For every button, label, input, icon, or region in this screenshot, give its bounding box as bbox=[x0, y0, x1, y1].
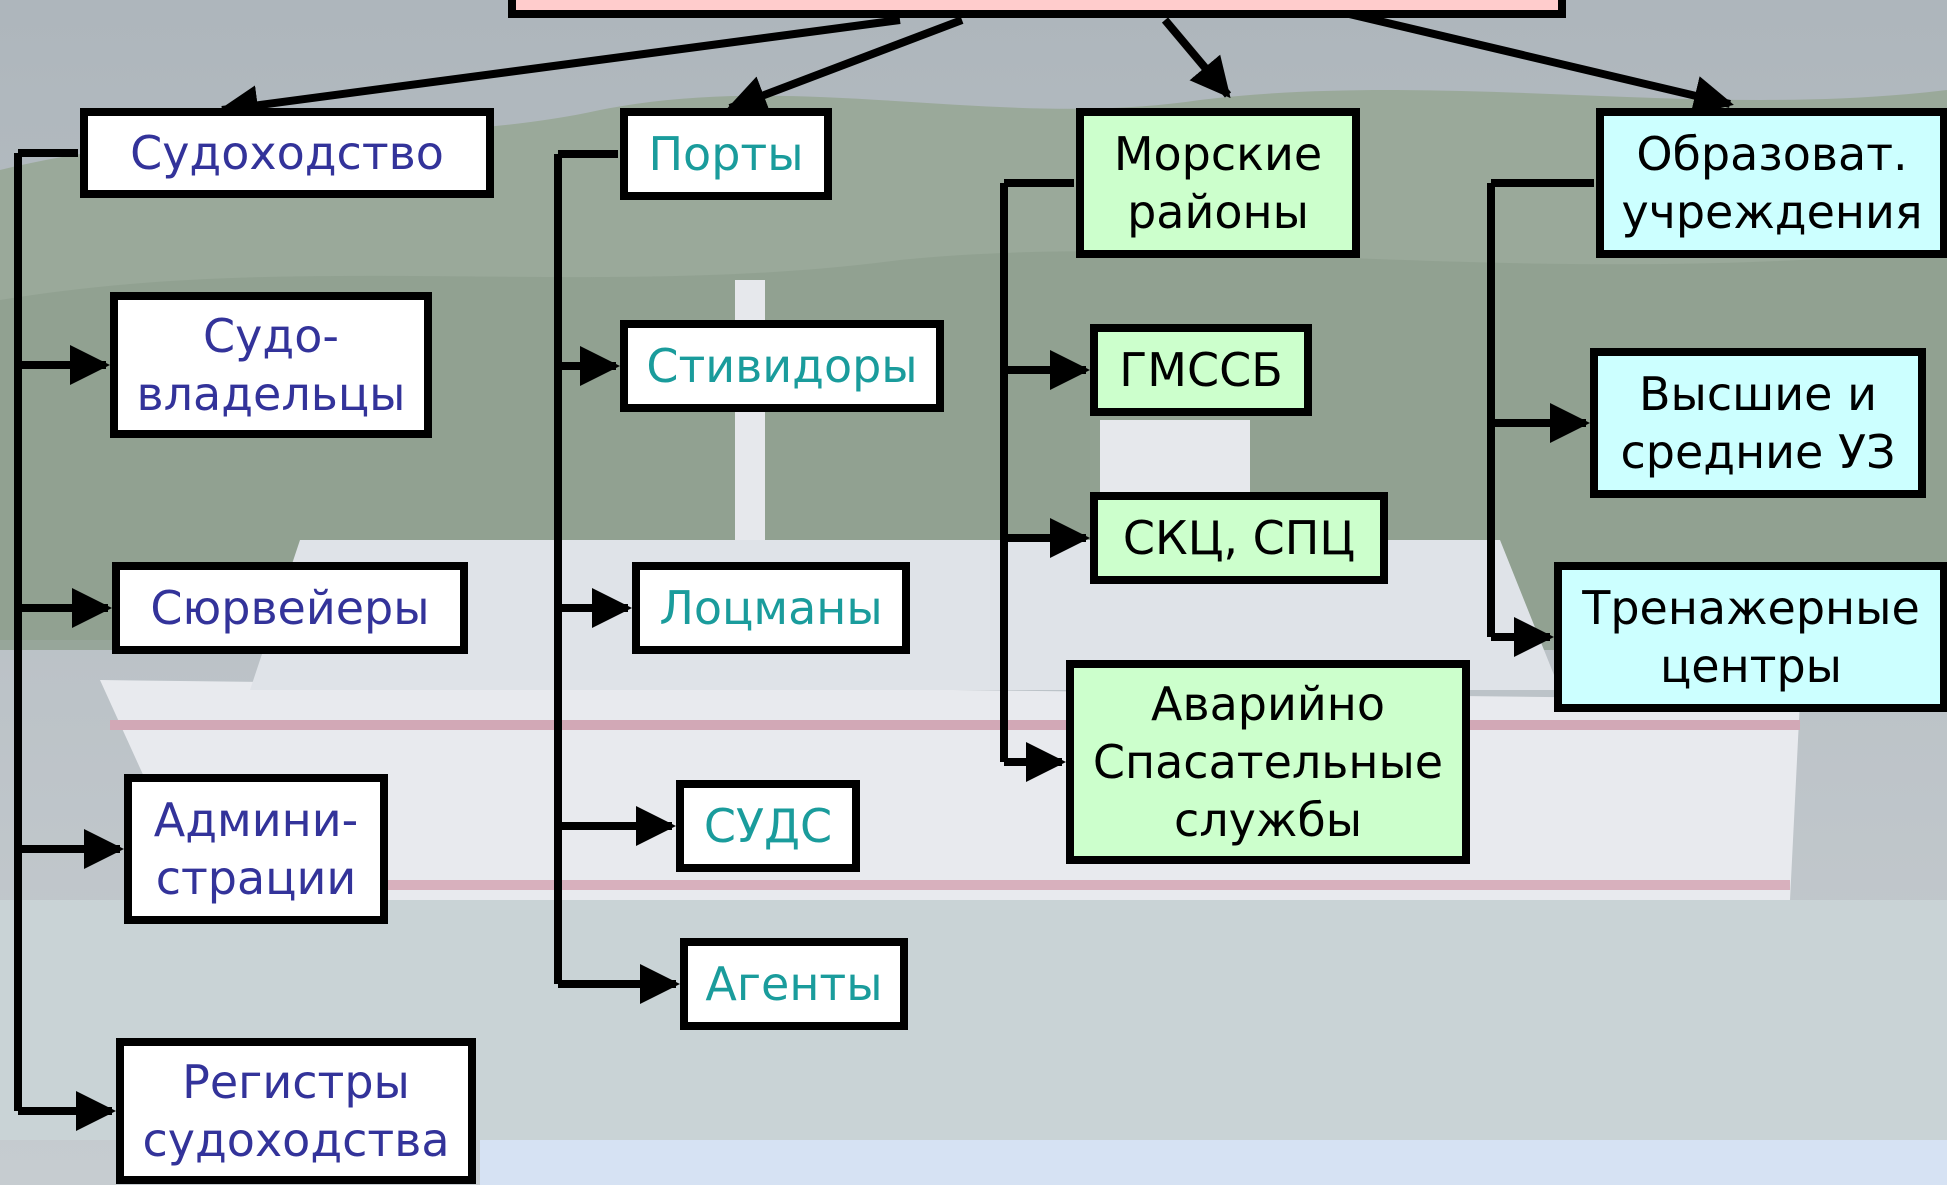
node-label: Сюрвейеры bbox=[150, 581, 430, 635]
node-label: Высшие и средние УЗ bbox=[1620, 367, 1896, 479]
ship-stripe bbox=[110, 720, 1800, 730]
ship-stripe-2 bbox=[150, 880, 1790, 890]
node-label: Регистры судоходства bbox=[142, 1055, 450, 1167]
col1-node-4: Админи- страции bbox=[124, 774, 388, 924]
col1-node-3: Сюрвейеры bbox=[112, 562, 468, 654]
col3-node-3: СКЦ, СПЦ bbox=[1090, 492, 1388, 584]
col3-node-1: Морские районы bbox=[1076, 108, 1360, 258]
root-box bbox=[508, 0, 1566, 18]
root-arrow-3 bbox=[1161, 17, 1232, 99]
col2-node-2: Стивидоры bbox=[620, 320, 944, 412]
col1-node-5: Регистры судоходства bbox=[116, 1038, 476, 1184]
col2-node-5: Агенты bbox=[680, 938, 908, 1030]
col1-node-2: Судо- владельцы bbox=[110, 292, 432, 438]
root-arrow-1 bbox=[218, 16, 901, 126]
node-label: ГМССБ bbox=[1119, 343, 1283, 397]
node-label: Аварийно Спасательные службы bbox=[1092, 677, 1444, 847]
col2-node-1: Порты bbox=[620, 108, 832, 200]
node-label: Образоват. учреждения bbox=[1621, 127, 1923, 239]
node-label: Лоцманы bbox=[659, 581, 883, 635]
node-label: Судоходство bbox=[130, 126, 444, 180]
node-label: Судо- владельцы bbox=[136, 309, 406, 421]
node-label: СУДС bbox=[703, 799, 833, 853]
col2-node-4: СУДС bbox=[676, 780, 860, 872]
col3-node-2: ГМССБ bbox=[1090, 324, 1312, 416]
col1-node-1: Судоходство bbox=[80, 108, 494, 198]
col4-node-3: Тренажерные центры bbox=[1554, 562, 1947, 712]
col3-node-4: Аварийно Спасательные службы bbox=[1066, 660, 1470, 864]
col2-node-3: Лоцманы bbox=[632, 562, 910, 654]
node-label: Тренажерные центры bbox=[1582, 581, 1920, 693]
col4-node-2: Высшие и средние УЗ bbox=[1590, 348, 1926, 498]
node-label: Агенты bbox=[705, 957, 883, 1011]
node-label: Морские районы bbox=[1113, 127, 1323, 239]
node-label: СКЦ, СПЦ bbox=[1122, 511, 1356, 565]
node-label: Стивидоры bbox=[646, 339, 918, 393]
bottom-strip bbox=[480, 1140, 1947, 1185]
node-label: Админи- страции bbox=[153, 793, 359, 905]
col4-node-1: Образоват. учреждения bbox=[1596, 108, 1947, 258]
root-arrow-2 bbox=[726, 16, 964, 114]
node-label: Порты bbox=[648, 127, 804, 181]
